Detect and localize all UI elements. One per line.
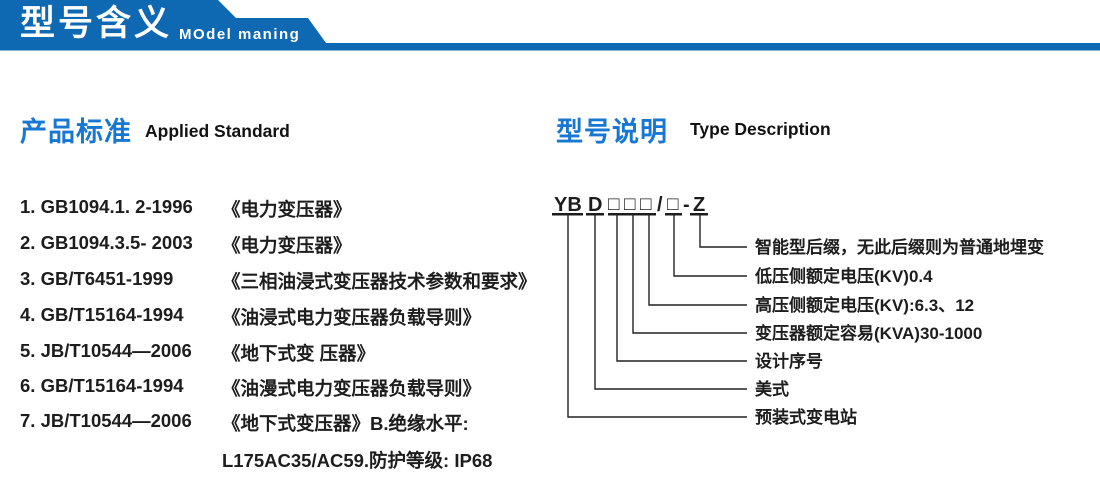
model-code-diagram: YB D □ □ □ / □ - Z 智能型后缀，无此后缀则为普通地埋变 低压侧… — [552, 194, 1044, 427]
page-subtitle: MOdel maning — [179, 26, 301, 43]
label-american-style: 美式 — [755, 379, 789, 399]
standard-code: 3. GB/T6451-1999 — [20, 268, 174, 289]
label-hv-voltage: 高压侧额定电压(KV):6.3、12 — [755, 295, 974, 315]
underline-z — [690, 213, 708, 216]
standard-item-5: 5. JB/T10544—2006 《地下式变 压器》 — [20, 340, 550, 364]
standard-item-6: 6. GB/T15164-1994 《油漫式电力变压器负载导则》 — [20, 375, 550, 399]
standard-title: 《油浸式电力变压器负载导则》 — [222, 307, 482, 328]
standard-code: 2. GB1094.3.5- 2003 — [20, 232, 193, 253]
model-token-box-1: □ — [608, 194, 620, 215]
standard-code: 1. GB1094.1. 2-1996 — [20, 196, 193, 217]
standard-title: 《地下式变 压器》 — [222, 343, 376, 364]
standard-item-2: 2. GB1094.3.5- 2003 《电力变压器》 — [20, 232, 550, 256]
label-design-serial: 设计序号 — [755, 351, 823, 371]
model-token-yb: YB — [554, 194, 582, 216]
applied-standard-heading-en: Applied Standard — [145, 121, 290, 141]
applied-standard-heading-zh: 产品标准 — [20, 117, 132, 147]
model-token-dash: - — [683, 194, 690, 216]
underline-box-2 — [624, 213, 640, 216]
underline-box-1 — [608, 213, 624, 216]
connector-yb — [567, 215, 747, 418]
model-token-d: D — [588, 194, 602, 216]
standard-code: 4. GB/T15164-1994 — [20, 304, 184, 325]
standard-title: 《地下式变压器》B.绝缘水平: — [222, 413, 469, 434]
banner-shape — [0, 0, 1100, 51]
standard-item-3: 3. GB/T6451-1999 《三相油浸式变压器技术参数和要求》 — [20, 268, 550, 292]
standard-item-4: 4. GB/T15164-1994 《油浸式电力变压器负载导则》 — [20, 304, 550, 328]
standard-code: 6. GB/T15164-1994 — [20, 375, 184, 396]
label-smart-suffix: 智能型后缀，无此后缀则为普通地埋变 — [755, 237, 1044, 257]
connector-z — [699, 215, 747, 248]
standard-item-7: 7. JB/T10544—2006 《地下式变压器》B.绝缘水平: — [20, 410, 550, 434]
standard-title: 《电力变压器》 — [222, 199, 352, 220]
connector-box-4 — [673, 215, 747, 277]
header-banner — [0, 0, 1100, 51]
standard-code: 7. JB/T10544—2006 — [20, 410, 192, 431]
underline-d — [586, 213, 604, 216]
connector-d — [594, 215, 747, 390]
connector-box-3 — [648, 215, 747, 306]
model-token-box-4: □ — [667, 194, 679, 215]
model-token-slash: / — [657, 194, 663, 216]
standard-item-7-continuation: L175AC35/AC59.防护等级: IP68 — [222, 450, 493, 471]
underline-box-3 — [640, 213, 656, 216]
standard-title: 《电力变压器》 — [222, 235, 352, 256]
label-rated-capacity: 变压器额定容易(KVA)30-1000 — [755, 323, 982, 343]
model-token-box-3: □ — [640, 194, 652, 215]
standard-title: 《三相油浸式变压器技术参数和要求》 — [222, 271, 537, 292]
label-prefab-substation: 预装式变电站 — [755, 407, 857, 427]
page-title: 型号含义 — [20, 4, 173, 43]
connector-box-2 — [632, 215, 747, 334]
underline-box-4 — [665, 213, 682, 216]
underline-yb — [552, 213, 583, 216]
standard-title: 《油漫式电力变压器负载导则》 — [222, 378, 482, 399]
standard-item-1: 1. GB1094.1. 2-1996 《电力变压器》 — [20, 196, 550, 220]
connector-box-1 — [616, 215, 747, 362]
type-description-heading-en: Type Description — [690, 119, 831, 139]
standard-code: 5. JB/T10544—2006 — [20, 340, 192, 361]
model-token-z: Z — [693, 194, 705, 216]
type-description-heading-zh: 型号说明 — [556, 117, 668, 147]
model-token-box-2: □ — [624, 194, 636, 215]
label-lv-voltage: 低压侧额定电压(KV)0.4 — [754, 266, 933, 286]
